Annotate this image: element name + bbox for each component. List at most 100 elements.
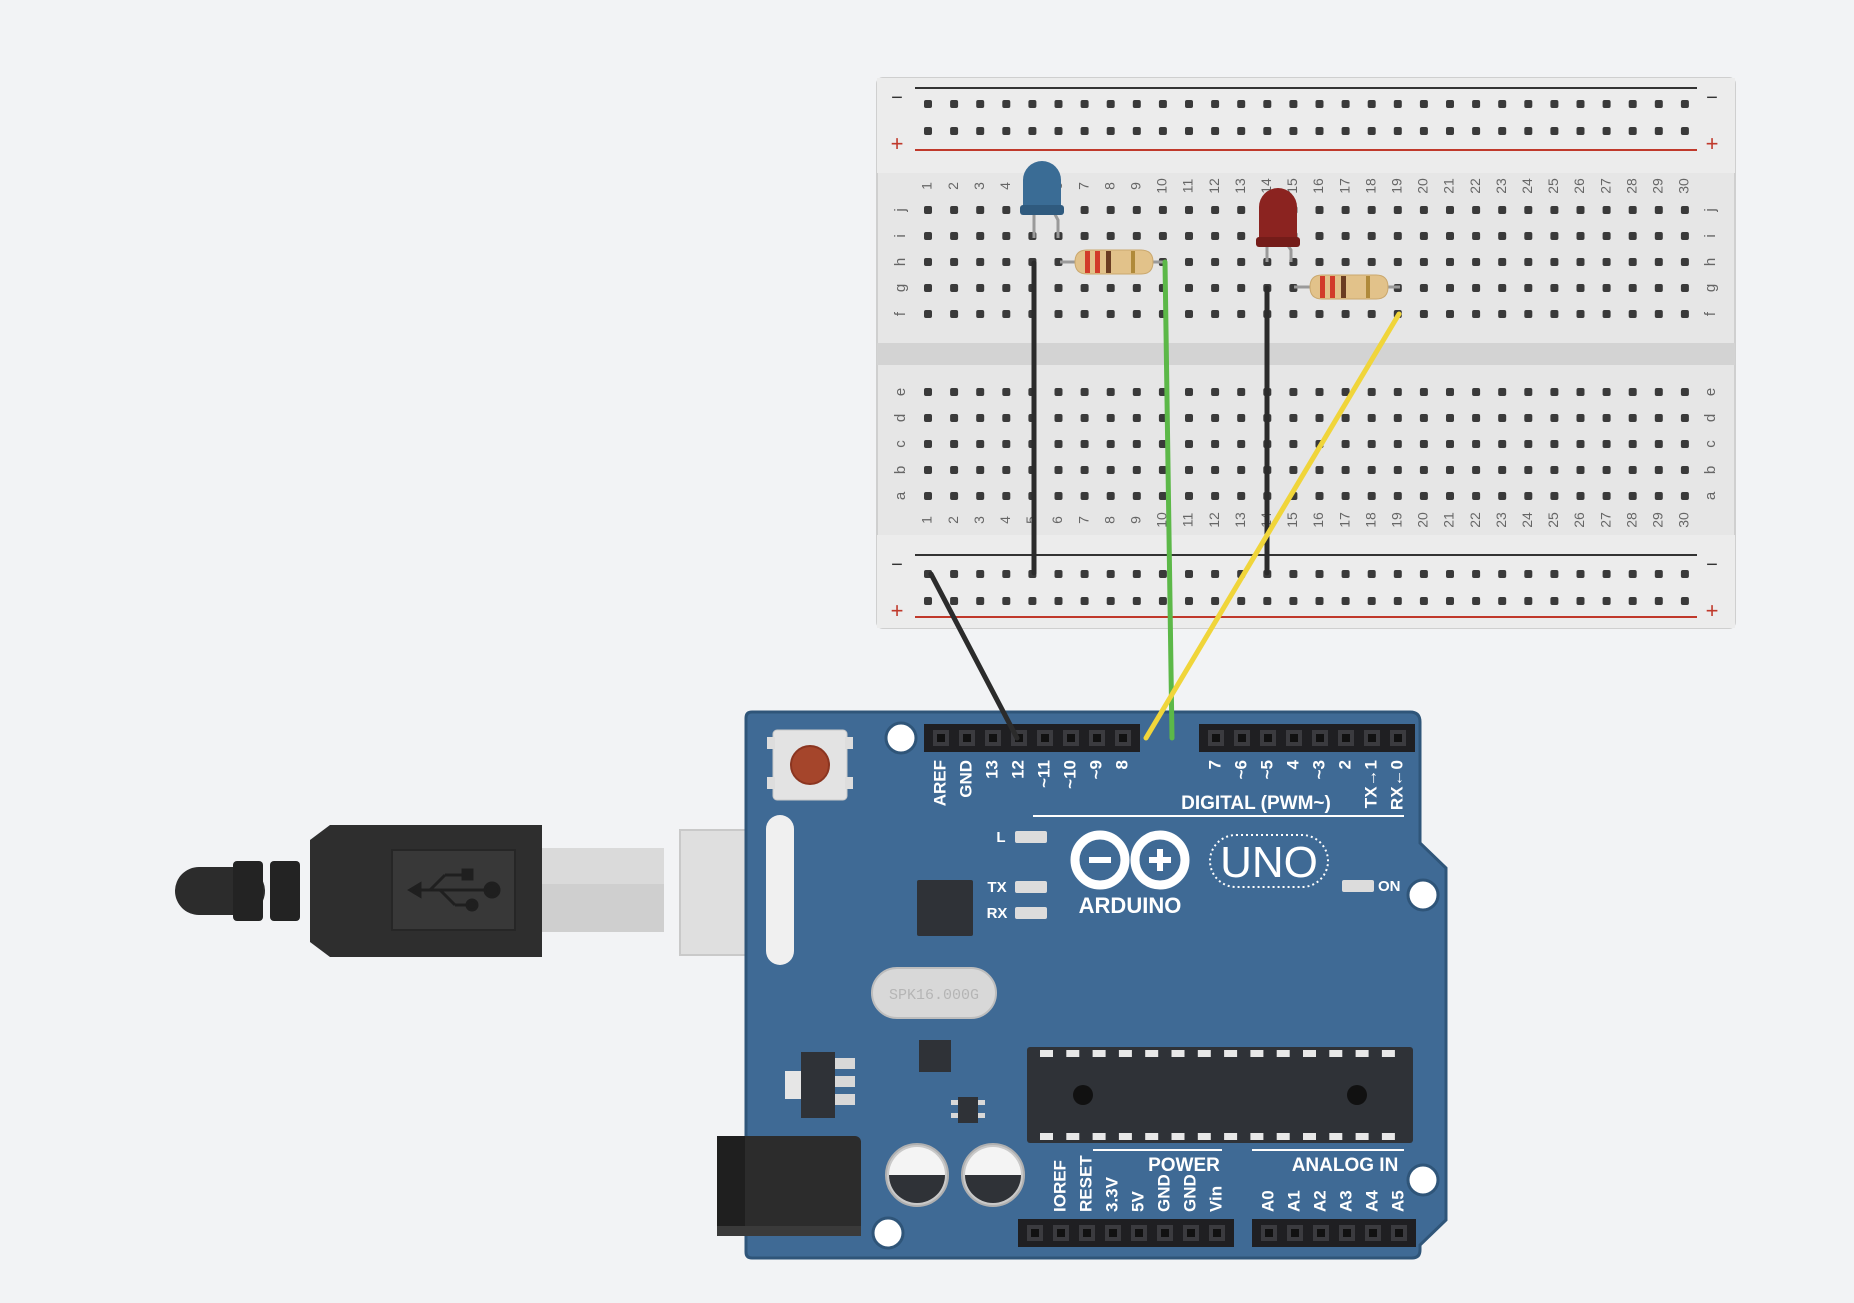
breadboard-hole[interactable] bbox=[1080, 232, 1089, 240]
rail-hole[interactable] bbox=[1237, 597, 1246, 605]
breadboard-hole[interactable] bbox=[1498, 466, 1507, 474]
breadboard-hole[interactable] bbox=[1211, 284, 1220, 292]
led-red[interactable] bbox=[1256, 188, 1300, 262]
breadboard-hole[interactable] bbox=[924, 492, 932, 500]
breadboard-hole[interactable] bbox=[1132, 232, 1141, 240]
breadboard-hole[interactable] bbox=[1002, 206, 1011, 214]
breadboard-hole[interactable] bbox=[1498, 284, 1507, 292]
breadboard-hole[interactable] bbox=[1680, 466, 1689, 474]
rail-hole[interactable] bbox=[1341, 570, 1350, 578]
breadboard-hole[interactable] bbox=[1237, 414, 1246, 422]
breadboard-hole[interactable] bbox=[1315, 232, 1324, 240]
breadboard-hole[interactable] bbox=[924, 284, 932, 292]
breadboard-hole[interactable] bbox=[1341, 440, 1350, 448]
rail-hole[interactable] bbox=[1211, 127, 1220, 135]
breadboard-hole[interactable] bbox=[976, 414, 985, 422]
digital-header-right[interactable] bbox=[1199, 724, 1415, 752]
breadboard-hole[interactable] bbox=[976, 232, 985, 240]
breadboard-hole[interactable] bbox=[1602, 388, 1611, 396]
rail-hole[interactable] bbox=[1602, 100, 1611, 108]
breadboard-hole[interactable] bbox=[1498, 492, 1507, 500]
breadboard-hole[interactable] bbox=[1524, 492, 1533, 500]
rail-hole[interactable] bbox=[1576, 127, 1585, 135]
rail-hole[interactable] bbox=[1576, 570, 1585, 578]
breadboard-hole[interactable] bbox=[1080, 206, 1089, 214]
rail-hole[interactable] bbox=[1080, 127, 1089, 135]
breadboard-hole[interactable] bbox=[1680, 492, 1689, 500]
rail-hole[interactable] bbox=[1498, 127, 1507, 135]
rail-hole[interactable] bbox=[976, 570, 985, 578]
rail-hole[interactable] bbox=[1472, 127, 1481, 135]
rail-hole[interactable] bbox=[1028, 100, 1037, 108]
resistor-2[interactable] bbox=[1294, 274, 1400, 300]
breadboard-hole[interactable] bbox=[1602, 492, 1611, 500]
breadboard-hole[interactable] bbox=[1576, 284, 1585, 292]
breadboard-hole[interactable] bbox=[1498, 414, 1507, 422]
rail-hole[interactable] bbox=[1393, 127, 1402, 135]
rail-hole[interactable] bbox=[1211, 100, 1220, 108]
rail-hole[interactable] bbox=[1054, 597, 1063, 605]
breadboard-hole[interactable] bbox=[1341, 414, 1350, 422]
rail-hole[interactable] bbox=[1654, 570, 1663, 578]
rail-hole[interactable] bbox=[1185, 127, 1193, 135]
breadboard-hole[interactable] bbox=[1472, 388, 1481, 396]
breadboard-hole[interactable] bbox=[1106, 414, 1115, 422]
breadboard-hole[interactable] bbox=[1367, 440, 1376, 448]
wire-yellow-pin9[interactable] bbox=[1143, 311, 1402, 741]
breadboard-hole[interactable] bbox=[1289, 466, 1298, 474]
rail-hole[interactable] bbox=[1419, 570, 1428, 578]
breadboard-hole[interactable] bbox=[1237, 258, 1246, 266]
breadboard-hole[interactable] bbox=[1080, 284, 1089, 292]
rail-hole[interactable] bbox=[1550, 570, 1559, 578]
breadboard-hole[interactable] bbox=[1106, 388, 1115, 396]
breadboard-hole[interactable] bbox=[1498, 206, 1507, 214]
breadboard-hole[interactable] bbox=[1550, 258, 1559, 266]
rail-hole[interactable] bbox=[1367, 597, 1376, 605]
breadboard-hole[interactable] bbox=[1628, 440, 1637, 448]
rail-hole[interactable] bbox=[1654, 597, 1663, 605]
rail-hole[interactable] bbox=[1472, 597, 1481, 605]
breadboard-hole[interactable] bbox=[976, 258, 985, 266]
breadboard-hole[interactable] bbox=[1550, 284, 1559, 292]
breadboard-hole[interactable] bbox=[1576, 310, 1585, 318]
breadboard-hole[interactable] bbox=[1393, 440, 1402, 448]
rail-hole[interactable] bbox=[1211, 570, 1220, 578]
breadboard-hole[interactable] bbox=[976, 466, 985, 474]
rail-hole[interactable] bbox=[1158, 570, 1167, 578]
rail-hole[interactable] bbox=[1498, 570, 1507, 578]
breadboard-hole[interactable] bbox=[1602, 206, 1611, 214]
breadboard-hole[interactable] bbox=[1393, 206, 1402, 214]
breadboard-hole[interactable] bbox=[1237, 310, 1246, 318]
rail-hole[interactable] bbox=[1446, 597, 1454, 605]
breadboard-hole[interactable] bbox=[1419, 284, 1428, 292]
breadboard-hole[interactable] bbox=[1054, 258, 1063, 266]
breadboard-hole[interactable] bbox=[1315, 388, 1324, 396]
breadboard-hole[interactable] bbox=[1185, 466, 1193, 474]
breadboard-hole[interactable] bbox=[1524, 466, 1533, 474]
breadboard-hole[interactable] bbox=[1419, 492, 1428, 500]
wires[interactable] bbox=[1031, 260, 1270, 576]
breadboard-hole[interactable] bbox=[1654, 258, 1663, 266]
rail-hole[interactable] bbox=[1132, 100, 1141, 108]
rail-hole[interactable] bbox=[1002, 597, 1011, 605]
power-header[interactable] bbox=[1018, 1219, 1234, 1247]
rail-hole[interactable] bbox=[1419, 127, 1428, 135]
breadboard-hole[interactable] bbox=[1628, 258, 1637, 266]
wire-black-gnd[interactable] bbox=[928, 571, 1020, 741]
breadboard-hole[interactable] bbox=[1132, 466, 1141, 474]
arduino-uno[interactable]: SPK16.000G bbox=[717, 710, 1448, 1260]
breadboard-hole[interactable] bbox=[1054, 492, 1063, 500]
breadboard-hole[interactable] bbox=[1237, 440, 1246, 448]
breadboard-hole[interactable] bbox=[1315, 466, 1324, 474]
rail-hole[interactable] bbox=[1628, 127, 1637, 135]
rail-hole[interactable] bbox=[1054, 570, 1063, 578]
breadboard-hole[interactable] bbox=[1550, 492, 1559, 500]
rail-hole[interactable] bbox=[950, 597, 959, 605]
rail-hole[interactable] bbox=[1524, 127, 1533, 135]
breadboard-hole[interactable] bbox=[1367, 492, 1376, 500]
rail-hole[interactable] bbox=[1263, 100, 1272, 108]
breadboard-hole[interactable] bbox=[976, 388, 985, 396]
breadboard-hole[interactable] bbox=[1289, 414, 1298, 422]
breadboard-hole[interactable] bbox=[1446, 440, 1454, 448]
breadboard-hole[interactable] bbox=[1654, 440, 1663, 448]
